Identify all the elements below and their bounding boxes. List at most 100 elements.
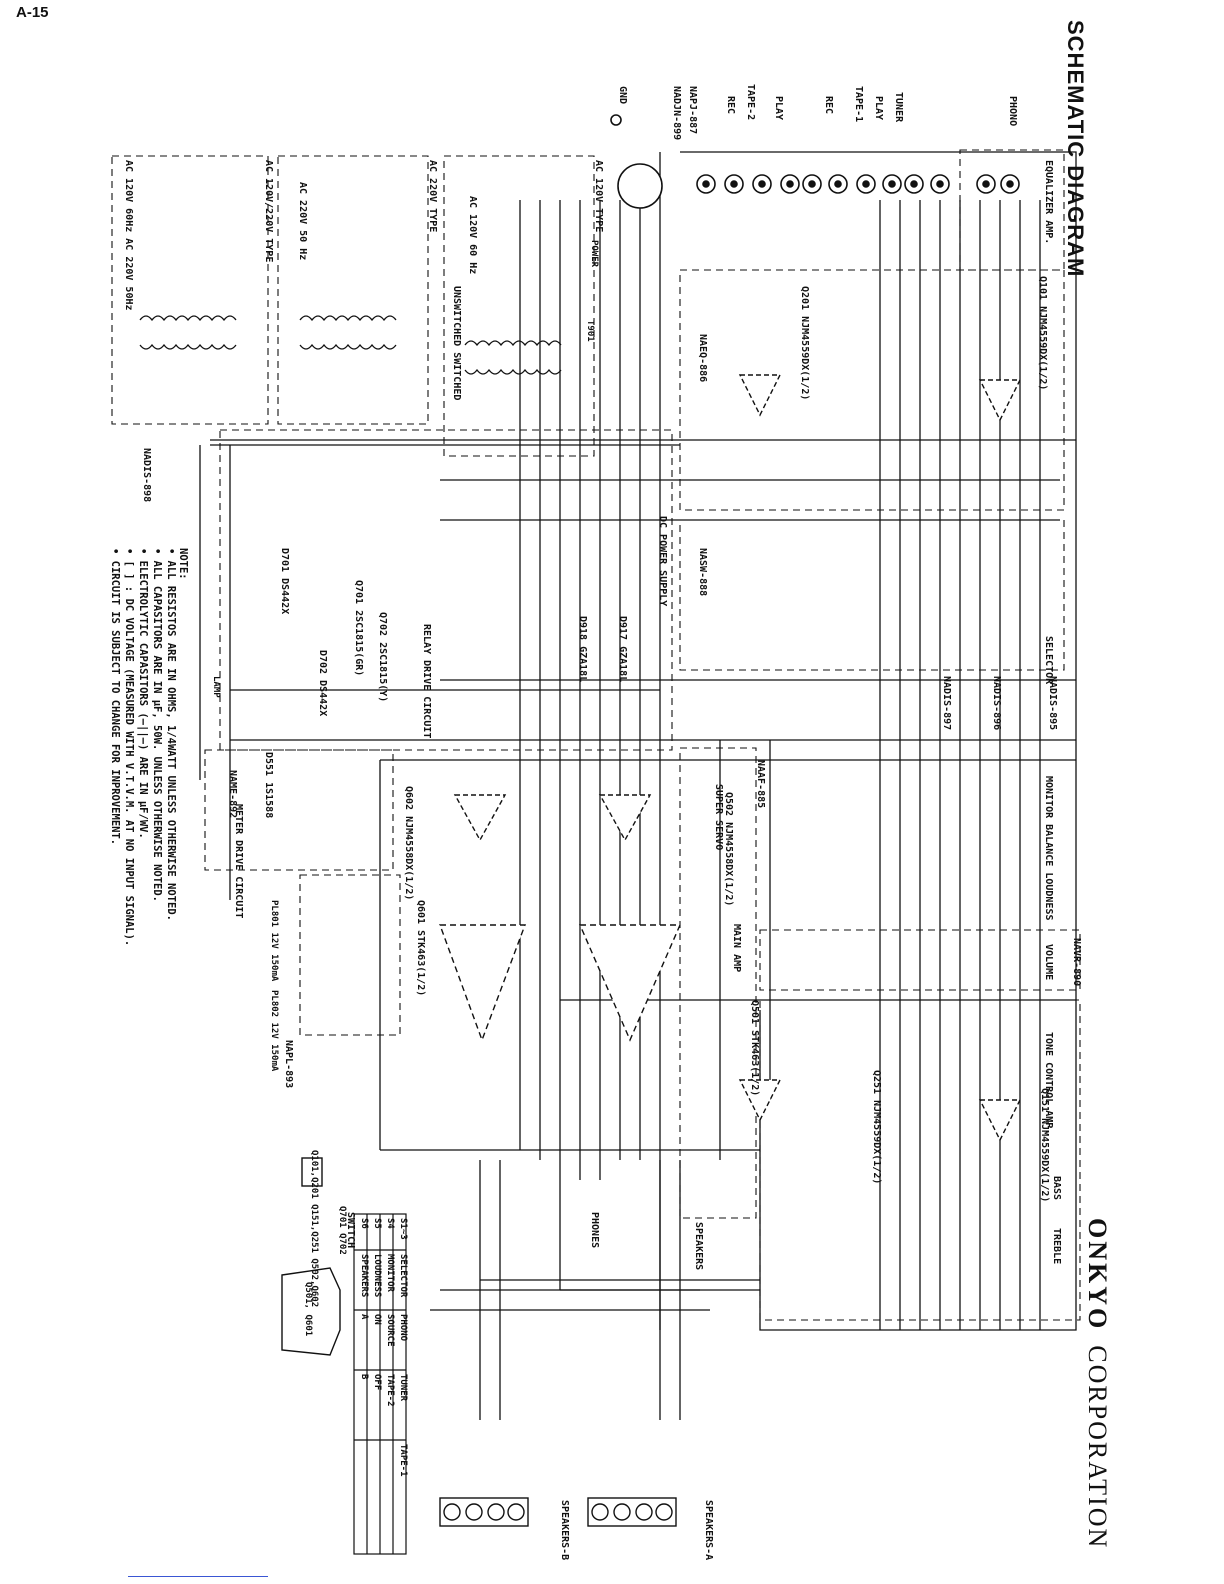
label-phono: PHONO <box>1007 96 1018 126</box>
label-gnd: GND <box>617 86 628 104</box>
power-unswitched: UNSWITCHED SWITCHED <box>451 286 462 400</box>
note-line-3: • ELECTROLYTIC CAPASITORS (—||—) ARE IN … <box>137 548 149 839</box>
board-naaf: NAAF-885 <box>755 760 766 808</box>
label-play-1: PLAY <box>873 96 884 120</box>
switch-title: SWITCH <box>345 1212 356 1248</box>
ic-q602: Q602 NJM4558DX(1/2) <box>403 786 414 900</box>
box-navr <box>759 929 1081 991</box>
power-label: POWER <box>589 240 599 268</box>
power-ac120-220: AC 120V/220V TYPE <box>263 160 274 262</box>
board-navr: NAVR-890 <box>1071 938 1082 986</box>
sw-row1-c: TAPE-1 <box>398 1444 408 1477</box>
power-ac120-60: AC 120V 60 Hz <box>467 196 478 274</box>
box-naaf <box>679 747 757 1219</box>
power-ac220-50: AC 220V 50 Hz <box>297 182 308 260</box>
t901-label: T901 <box>585 320 595 342</box>
box-phono-eq <box>959 149 1065 271</box>
power-ac220: AC 220V TYPE <box>427 160 438 232</box>
board-nadis896: NADIS-896 <box>991 676 1002 730</box>
note-line-4: • [ ] : DC VOLTAGE (MEASURED WITH V.T.V.… <box>123 548 135 946</box>
sw-row1-a: PHONO <box>398 1314 408 1342</box>
board-nadis897: NADIS-897 <box>941 676 952 730</box>
lamp-label: LAMP <box>211 676 221 698</box>
section-meter: METER DRIVE CIRCUIT <box>233 804 244 918</box>
lamp-pl802: PL802 12V 150mA <box>269 990 279 1072</box>
speakers-a-label: SPEAKERS-A <box>703 1500 714 1560</box>
section-bass: BASS <box>1051 1176 1062 1200</box>
note-line-5: • CIRCUIT IS SUBJECT TO CHANGE FOR INPRO… <box>109 548 121 845</box>
sw-row4-a: A <box>359 1314 369 1320</box>
signature-line <box>128 1576 268 1577</box>
notes-title: NOTE: <box>177 548 189 580</box>
section-relay: RELAY DRIVE CIRCUIT <box>421 624 432 738</box>
sw-row4-id: S6 <box>359 1218 369 1229</box>
label-tuner: TUNER <box>893 92 904 123</box>
box-lamp <box>299 874 401 1036</box>
ic-q701: Q701 2SC1815(GR) <box>353 580 364 676</box>
power-ic-package <box>281 1157 341 1356</box>
sw-row1-id: S1~3 <box>398 1218 408 1240</box>
label-tape1: TAPE-1 <box>853 86 864 122</box>
box-ac120-220 <box>111 155 269 425</box>
input-jacks <box>610 114 1020 209</box>
section-main-amp: MAIN AMP <box>731 924 742 972</box>
section-dc-power: DC POWER SUPPLY <box>657 516 668 606</box>
board-napl: NAPL-893 <box>283 1040 294 1088</box>
ic-q101: Q101 NJM4559DX(1/2) <box>1037 276 1048 390</box>
sw-row1-name: SELECTOR <box>398 1254 408 1298</box>
ic-d701: D701 DS442X <box>279 548 290 614</box>
board-nadjn: NADJN-899 <box>671 86 682 140</box>
board-nadis895: NADIS-895 <box>1047 676 1058 730</box>
notes-block: NOTE: • ALL RESISTOS ARE IN OHMS, 1/4WAT… <box>109 548 189 946</box>
board-nadis898: NADIS-898 <box>141 448 152 502</box>
box-tone <box>759 999 1081 1321</box>
board-napj: NAPJ-887 <box>687 86 698 134</box>
section-eq-amp: EQUALIZER AMP. <box>1043 160 1054 244</box>
label-play-2: PLAY <box>773 96 784 120</box>
label-rec-2: REC <box>725 96 736 114</box>
box-meter <box>204 749 394 871</box>
board-naeq: NAEQ-886 <box>697 334 708 382</box>
ic-q251: Q251 NJM4559DX(1/2) <box>871 1070 882 1184</box>
ic-q501: Q501 STK463(1/2) <box>749 1000 760 1096</box>
ic-d551: D551 1S1588 <box>263 752 274 818</box>
board-name: NAME-892 <box>227 770 238 818</box>
sw-row3-id: S5 <box>372 1218 382 1229</box>
sw-row3-b: OFF <box>372 1374 382 1390</box>
switch-table-grid <box>353 1213 407 1555</box>
power-ac-multi: AC 120V 60Hz AC 220V 50Hz <box>123 160 134 311</box>
ic-q502: Q502 NJM4558DX(1/2) <box>723 792 734 906</box>
label-rec-1: REC <box>823 96 834 114</box>
ic-d917: D917 GZA18L <box>617 616 628 682</box>
ic-q151: Q151 NJM4559DX(1/2) <box>1039 1088 1050 1202</box>
board-nasw: NASW-888 <box>697 548 708 596</box>
sw-row2-a: SOURCE <box>385 1314 395 1347</box>
sw-row3-a: ON <box>372 1314 382 1325</box>
box-ac220 <box>277 155 429 425</box>
sw-row2-b: TAPE-2 <box>385 1374 395 1407</box>
sw-row4-b: B <box>359 1374 369 1380</box>
box-ac120 <box>443 155 595 457</box>
sw-row1-b: TUNER <box>398 1374 408 1402</box>
switch-table-text: S1~3 SELECTOR PHONO TUNER TAPE-1 S4 MONI… <box>359 1218 408 1477</box>
section-selector: SELECTOR <box>1043 636 1054 685</box>
section-tone: TONE CONTROL AMP. <box>1043 1032 1054 1134</box>
ic-d918: D918 GZA18L <box>577 616 588 682</box>
section-treble: TREBLE <box>1051 1228 1062 1264</box>
speakers-b-label: SPEAKERS-B <box>559 1500 570 1560</box>
note-line-1: • ALL RESISTOS ARE IN OHMS, 1/4WATT UNLE… <box>165 548 177 921</box>
power-amp-symbols <box>438 924 682 1043</box>
section-super-servo: SUPER SERVO <box>713 784 724 850</box>
section-volume: VOLUME <box>1043 944 1054 980</box>
opamp-symbols <box>453 374 1022 1142</box>
key-opamp: Q101,Q201 Q151,Q251 Q502,Q602 <box>309 1150 319 1307</box>
note-line-2: • ALL CAPASITORS ARE IN μF, 50W. UNLESS … <box>151 548 163 902</box>
sw-row2-name: MONITOR <box>385 1254 395 1293</box>
ic-d702: D702 DS442X <box>317 650 328 716</box>
section-speakers: SPEAKERS <box>693 1222 704 1270</box>
sw-row3-name: LOUDNESS <box>372 1254 382 1297</box>
sw-row2-id: S4 <box>385 1218 395 1229</box>
section-monitor: MONITOR BALANCE LOUDNESS <box>1043 776 1054 921</box>
label-tape2: TAPE-2 <box>745 84 756 120</box>
